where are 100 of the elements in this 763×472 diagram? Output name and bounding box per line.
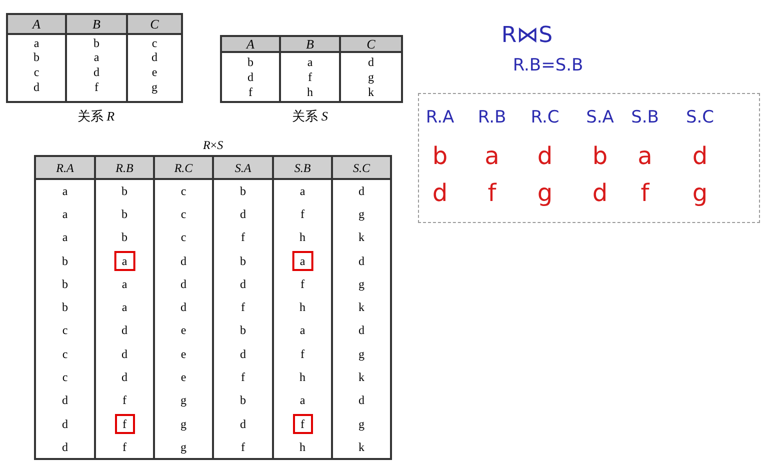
cell-value: c (62, 371, 68, 384)
handwritten-text: S.A (586, 110, 614, 126)
cell-value: b (62, 254, 68, 267)
cell-value: b (240, 394, 246, 406)
table-title: R×S (202, 139, 224, 151)
cell-value: c (152, 37, 158, 49)
column-header: B (306, 38, 314, 50)
highlighted-value: a (114, 250, 136, 271)
cell-value: c (62, 324, 68, 336)
column-header: S.A (234, 162, 252, 174)
handwritten-text: d (692, 144, 708, 168)
cell-value: a (300, 324, 306, 336)
table-caption: 关系 S (292, 110, 328, 122)
cell-value: c (180, 184, 186, 197)
highlighted-value: f (114, 414, 134, 434)
cell-value: b (62, 301, 68, 314)
cell-value: d (368, 56, 374, 68)
cell-value: b (240, 324, 246, 336)
cell-value: b (122, 231, 128, 244)
cell-value: g (368, 71, 374, 83)
cell-value: d (358, 184, 364, 197)
column-header: C (150, 18, 159, 30)
cell-value: a (94, 51, 100, 63)
column-header: B (92, 18, 100, 30)
cell-value: d (180, 254, 186, 267)
cell-value: f (300, 278, 304, 290)
cell-value: k (368, 86, 374, 98)
cell-value: f (122, 394, 126, 406)
cell-value: d (180, 278, 186, 290)
column-header: S.B (294, 162, 311, 174)
cell-value: g (180, 418, 186, 430)
column-header: R.A (56, 162, 74, 174)
column-header: A (246, 38, 254, 50)
cell-value: f (241, 440, 245, 453)
cell-value: h (307, 86, 313, 98)
cell-value: d (358, 324, 364, 336)
cell-value: c (62, 348, 68, 360)
handwritten-text: R.A (426, 110, 454, 126)
cell-value: h (300, 440, 306, 453)
cell-value: b (94, 37, 100, 49)
cell-value: d (248, 71, 254, 83)
cell-value: c (180, 231, 186, 244)
cell-value: g (152, 81, 158, 93)
handwritten-text: d (537, 144, 553, 168)
cell-value: e (180, 324, 186, 336)
cell-value: b (240, 184, 246, 197)
cell-value: f (241, 301, 245, 314)
handwritten-text: R.B (478, 110, 506, 126)
cell-value: h (300, 301, 306, 314)
cell-value: g (358, 278, 364, 290)
cell-value: d (34, 81, 40, 93)
cell-value: h (300, 371, 306, 384)
cell-value: d (62, 418, 68, 430)
cell-value: e (152, 66, 158, 78)
table-caption: 关系 R (77, 110, 115, 122)
cell-value: g (180, 440, 186, 453)
cell-value: b (248, 56, 254, 68)
cell-value: g (358, 208, 364, 220)
cell-value: g (358, 348, 364, 360)
cell-value: d (180, 301, 186, 314)
cell-value: g (180, 394, 186, 406)
cell-value: d (122, 348, 128, 360)
cell-value: h (300, 231, 306, 244)
cell-value: k (358, 440, 364, 453)
handwritten-text: b (432, 144, 448, 168)
handwritten-text: g (537, 181, 553, 205)
cell-value: f (248, 86, 252, 98)
cell-value: c (34, 66, 40, 78)
cell-value: f (308, 71, 312, 83)
highlighted-value: a (292, 250, 314, 271)
column-header: R.C (174, 162, 193, 174)
column-header: A (32, 18, 40, 30)
column-header: R.B (116, 162, 134, 174)
handwritten-text: g (692, 181, 708, 205)
cell-value: f (241, 231, 245, 244)
cell-value: d (240, 418, 246, 430)
handwritten-text: f (640, 181, 650, 205)
handwritten-text: R.C (530, 110, 560, 126)
cell-value: a (62, 184, 68, 197)
cell-value: d (62, 394, 68, 406)
cell-value: d (240, 278, 246, 290)
cell-value: k (358, 371, 364, 384)
handwritten-text: b (592, 144, 608, 168)
handwritten-text: f (488, 181, 496, 205)
handwritten-text: d (432, 181, 448, 205)
cell-value: a (34, 37, 40, 49)
cell-value: a (300, 184, 306, 197)
handwritten-text: a (484, 144, 500, 168)
handwritten-text: S.C (686, 110, 714, 126)
handwritten-text: a (638, 144, 652, 168)
column-header: S.C (353, 162, 370, 174)
cell-value: f (94, 81, 98, 93)
cell-value: d (358, 254, 364, 267)
handwritten-text: R.B=S.B (512, 58, 584, 74)
cell-value: k (358, 231, 364, 244)
cell-value: a (62, 208, 68, 220)
cell-value: a (122, 301, 128, 314)
cell-value: d (94, 66, 100, 78)
cell-value: a (307, 56, 313, 68)
cell-value: a (122, 278, 128, 290)
